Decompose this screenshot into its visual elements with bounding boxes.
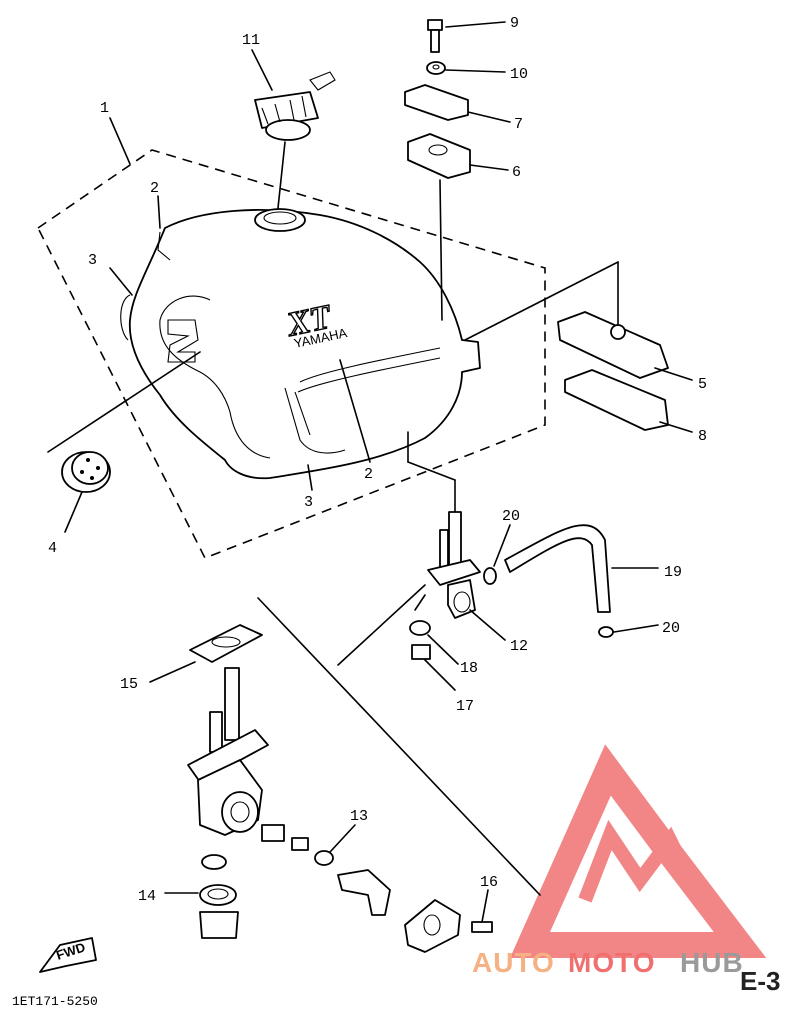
watermark-text-moto: MOTO: [568, 947, 655, 978]
callout-6: 6: [512, 164, 521, 181]
part-7-plate: [404, 84, 511, 123]
part-8-pad: [564, 369, 693, 433]
callout-8: 8: [698, 428, 707, 445]
part-16-screw: [471, 889, 493, 933]
part-11-fuel-cap: [251, 49, 336, 209]
part-6-damper: [407, 133, 509, 321]
part-20-clip-upper: [483, 524, 511, 585]
part-5-bracket: [464, 261, 693, 381]
detail-section-line: [257, 597, 541, 896]
part-4-damper: [47, 351, 201, 533]
callout-5: 5: [698, 376, 707, 393]
callout-3-upper: 3: [88, 252, 97, 269]
callout-3-lower: 3: [304, 494, 313, 511]
callout-11: 11: [242, 32, 260, 49]
enlarged-bowl-parts: [164, 854, 239, 939]
page-id: E-3: [740, 966, 780, 996]
callout-20-lower: 20: [662, 620, 680, 637]
watermark-logo: [509, 744, 767, 958]
part-15-gasket: [149, 624, 263, 683]
part-18-washer: [409, 620, 459, 665]
callout-12: 12: [510, 638, 528, 655]
part-19-fuel-hose: [504, 524, 659, 613]
leader-1: [109, 117, 131, 165]
drawing-code: 1ET171-5250: [12, 994, 98, 1009]
callout-2-lower: 2: [364, 466, 373, 483]
part-9-bolt: [427, 19, 506, 53]
fwd-arrow-icon: FWD: [39, 937, 97, 973]
callout-7: 7: [514, 116, 523, 133]
part-17-plug: [411, 644, 456, 691]
part-10-washer: [426, 61, 506, 75]
callout-15: 15: [120, 676, 138, 693]
callout-17: 17: [456, 698, 474, 715]
part-20-clip-lower: [598, 624, 659, 638]
enlarged-fuel-cock: [187, 667, 269, 836]
watermark-text-auto: AUTO: [472, 947, 555, 978]
enlarged-valve-parts: [261, 824, 461, 953]
callout-18: 18: [460, 660, 478, 677]
callout-13: 13: [350, 808, 368, 825]
callout-4: 4: [48, 540, 57, 557]
callout-1: 1: [100, 100, 109, 117]
callout-20-upper: 20: [502, 508, 520, 525]
callout-19: 19: [664, 564, 682, 581]
fuel-tank: YAMAHA XT: [120, 208, 481, 480]
watermark-text-hub: HUB: [680, 947, 744, 978]
callout-10: 10: [510, 66, 528, 83]
part-12-fuel-cock: [407, 431, 506, 641]
callout-14: 14: [138, 888, 156, 905]
callout-16: 16: [480, 874, 498, 891]
callout-2-upper: 2: [150, 180, 159, 197]
detail-arrow-line: [337, 584, 426, 666]
callout-9: 9: [510, 15, 519, 32]
